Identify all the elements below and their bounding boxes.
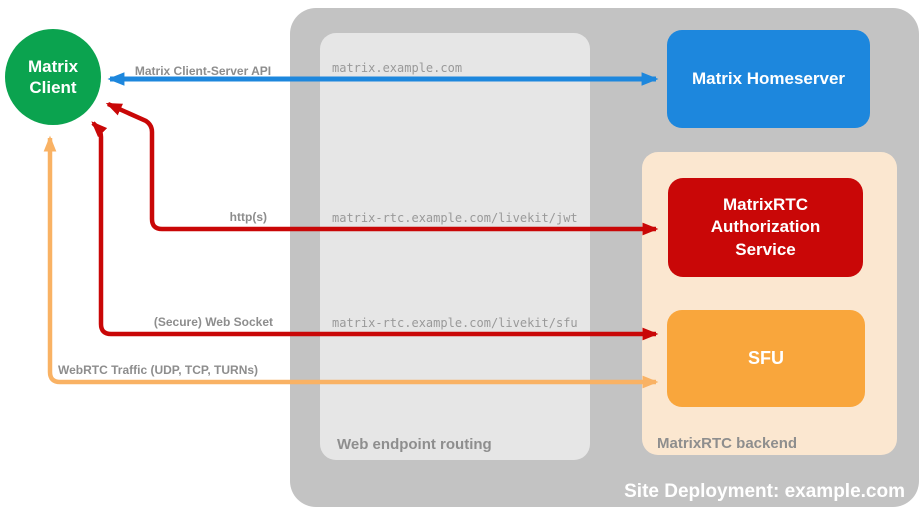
sfu-node: SFU (667, 310, 865, 407)
matrix-client-label: Matrix Client (27, 56, 79, 97)
endpoint-livekit-jwt-url: matrix-rtc.example.com/livekit/jwt (332, 211, 578, 225)
matrix-client-node: Matrix Client (5, 29, 101, 125)
matrixrtc-backend-label: MatrixRTC backend (657, 435, 798, 452)
endpoint-livekit-sfu-url: matrix-rtc.example.com/livekit/sfu (332, 316, 578, 330)
matrixrtc-auth-service-label: MatrixRTC Authorization Service (710, 195, 821, 259)
websocket-arrow-label: (Secure) Web Socket (153, 315, 273, 329)
site-deployment-label: Site Deployment: example.com (624, 481, 905, 502)
matrix-homeserver-label: Matrix Homeserver (691, 69, 846, 88)
client-server-api-arrow-label: Matrix Client-Server API (134, 64, 272, 78)
web-endpoint-routing-label: Web endpoint routing (337, 436, 492, 453)
webrtc-arrow-label: WebRTC Traffic (UDP, TCP, TURNs) (58, 363, 259, 377)
https-arrow-label: http(s) (229, 210, 267, 224)
matrix-homeserver-node: Matrix Homeserver (667, 30, 870, 128)
matrixrtc-auth-service-node: MatrixRTC Authorization Service (668, 178, 863, 277)
endpoint-matrix-url: matrix.example.com (332, 61, 463, 75)
web-endpoint-routing-box: Web endpoint routing (320, 33, 590, 460)
sfu-label: SFU (748, 348, 784, 368)
